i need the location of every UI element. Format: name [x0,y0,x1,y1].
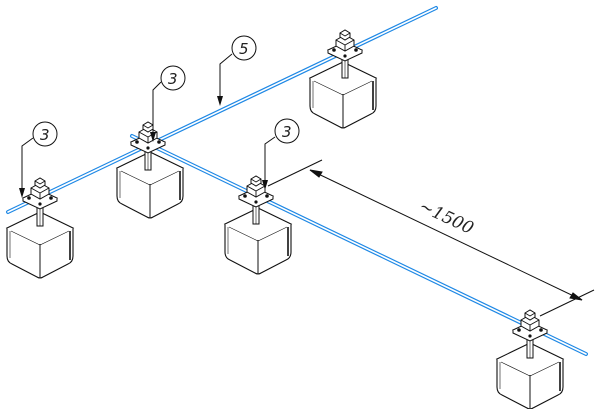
callout-label-4: 3 [282,123,292,141]
pipe-branch [130,134,588,356]
callout-label-1: 3 [40,126,50,144]
pipe-main [6,6,438,214]
callout-3: 5 [217,35,257,106]
callout-label-3: 5 [239,40,249,58]
callout-4: 3 [262,118,300,190]
dimension-label: ~1500 [416,196,477,239]
callout-2: 3 [150,65,186,142]
callout-label-2: 3 [168,70,178,88]
dimension-1500 [267,159,595,317]
callout-1: 3 [19,121,58,198]
